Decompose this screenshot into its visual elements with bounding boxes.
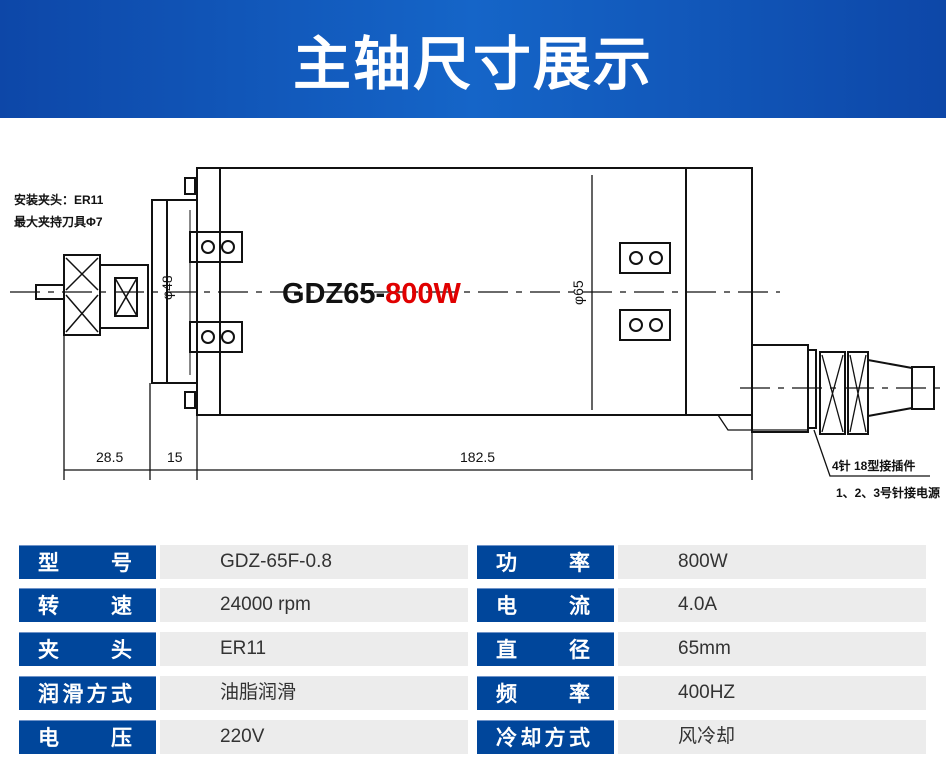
connector [717, 344, 935, 477]
dim-182-5: 182.5 [460, 449, 495, 465]
dimension-lines [63, 335, 753, 480]
spindle-body [196, 167, 753, 416]
spec-value: 风冷却 [618, 720, 926, 754]
spec-label: 电流 [477, 588, 614, 622]
dim-15: 15 [167, 449, 183, 465]
spec-label: 型号 [19, 545, 156, 579]
spec-label: 频率 [477, 676, 614, 710]
note-pins: 1、2、3号针接电源 [836, 485, 940, 500]
spec-label: 转速 [19, 588, 156, 622]
note-connector: 4针 18型接插件 [832, 458, 915, 473]
spec-label: 直径 [477, 632, 614, 666]
model-name: GDZ65-800W [282, 278, 462, 310]
dim-28-5: 28.5 [96, 449, 123, 465]
spec-row: 冷却方式风冷却 [477, 720, 926, 754]
spec-value: 400HZ [618, 676, 926, 710]
spec-value: 220V [160, 720, 468, 754]
model-name-power: 800W [385, 278, 461, 310]
spec-value: 65mm [618, 632, 926, 666]
note-tool: 最大夹持刀具Φ7 [14, 214, 103, 229]
spec-label: 功率 [477, 545, 614, 579]
model-name-prefix: GDZ65- [282, 278, 385, 310]
note-collet: 安装夹头：ER11 [14, 192, 104, 207]
page-title: 主轴尺寸展示 [292, 30, 653, 98]
spec-label: 冷却方式 [477, 720, 614, 754]
spec-value: ER11 [160, 632, 468, 666]
spec-label: 电压 [19, 720, 156, 754]
page-header: 主轴尺寸展示 [0, 0, 946, 118]
spindle-drawing: 安装夹头：ER11 最大夹持刀具Φ7 φ48 φ65 28.5 15 182.5… [10, 167, 940, 500]
bearing-icons [189, 231, 671, 353]
spec-value: 4.0A [618, 588, 926, 622]
dia-body-label: φ65 [570, 280, 586, 305]
spec-value: 24000 rpm [160, 588, 468, 622]
spec-value: GDZ-65F-0.8 [160, 545, 468, 579]
collet-nut [35, 254, 149, 336]
spec-value: 800W [618, 545, 926, 579]
spec-row: 润滑方式油脂润滑 [19, 676, 468, 710]
spec-label: 夹头 [19, 632, 156, 666]
dia-flange-label: φ48 [159, 275, 175, 300]
spec-value: 油脂润滑 [160, 676, 468, 710]
spec-label: 润滑方式 [19, 676, 156, 710]
